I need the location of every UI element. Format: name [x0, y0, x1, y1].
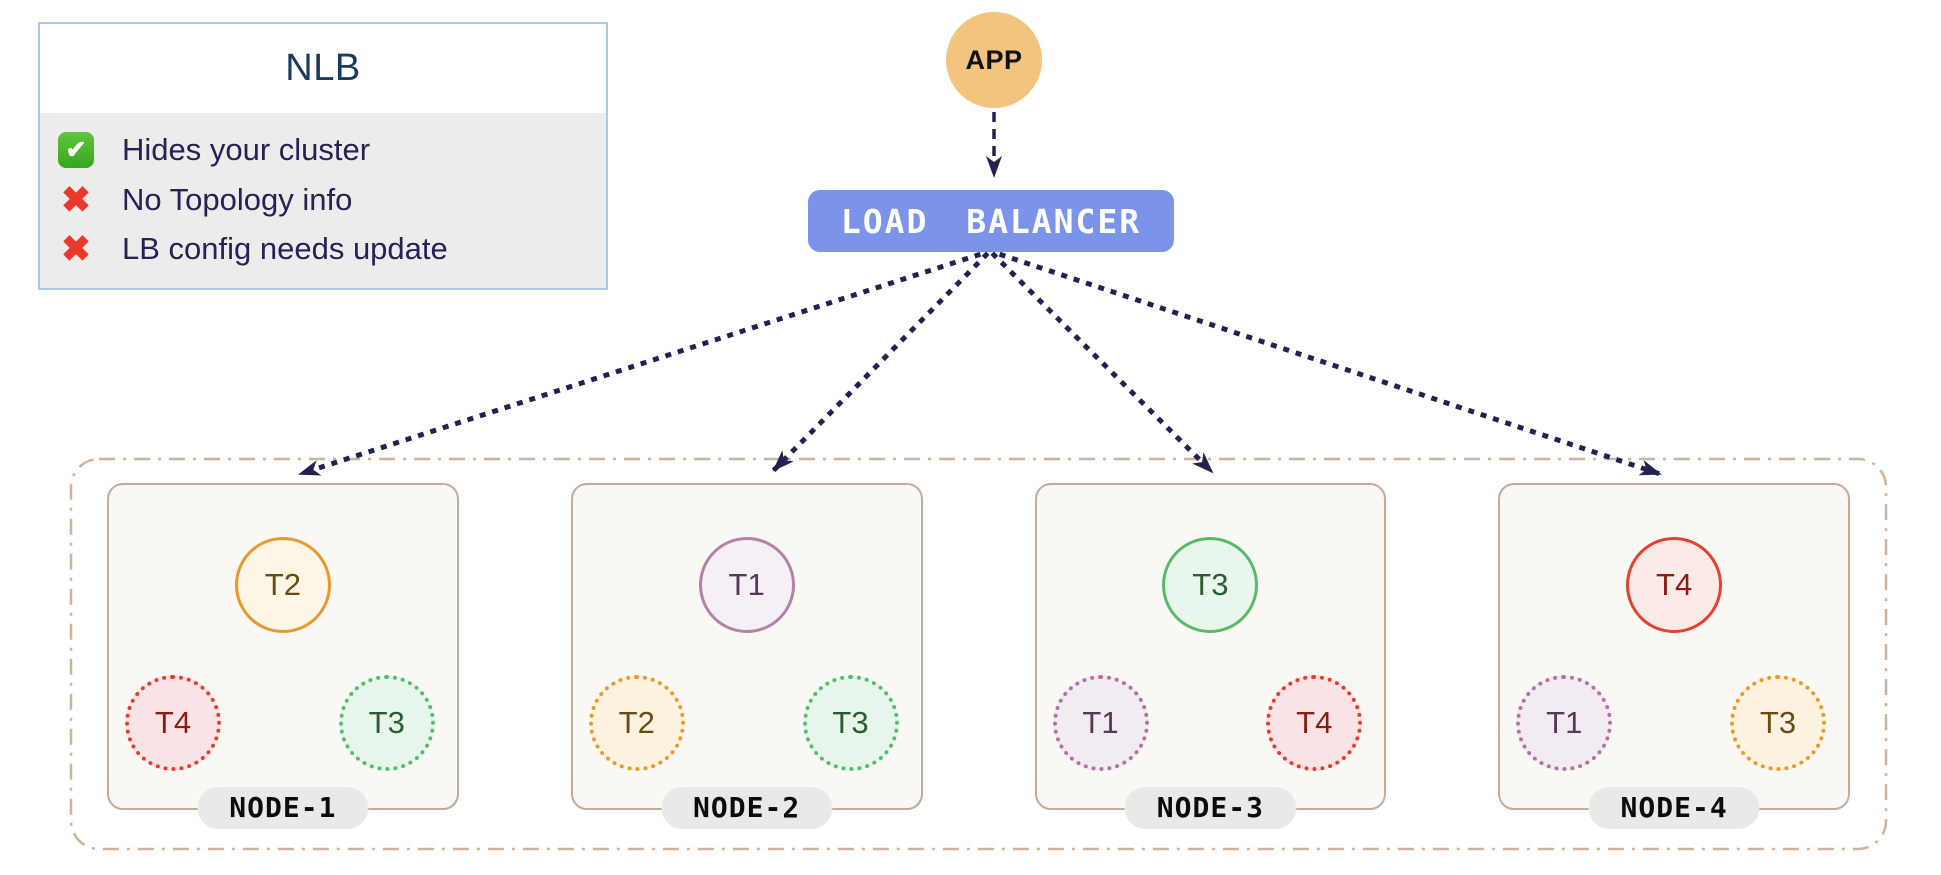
pod-circle-ghost: T2: [588, 675, 685, 771]
pod-circle-ghost: T3: [338, 675, 435, 771]
pod-circle-ghost: T3: [802, 675, 899, 771]
arrow-lb-to-node4: [998, 251, 1664, 478]
app-node: APP: [946, 12, 1042, 108]
cross-icon: [58, 231, 94, 267]
pod-circle-ghost: T3: [1730, 675, 1826, 771]
node-box-1: T2 T4 T3 NODE-1: [107, 483, 459, 829]
node-box-3: T3 T1 T4 NODE-3: [1034, 483, 1387, 829]
legend-item-text: Hides your cluster: [122, 132, 371, 168]
pod-circle-active: T1: [698, 537, 795, 633]
legend-item: No Topology info: [58, 182, 606, 218]
pod-circle-ghost: T4: [125, 675, 221, 771]
load-balancer-label: LOAD BALANCER: [840, 201, 1142, 241]
legend-title: NLB: [285, 47, 361, 89]
pod-circle-active: T2: [234, 537, 331, 633]
legend-card: NLB Hides your cluster No Topology info …: [38, 22, 608, 290]
legend-header: NLB: [40, 24, 606, 113]
pod-circle-active: T3: [1162, 537, 1259, 633]
node-box-4: T4 T1 T3 NODE-4: [1498, 483, 1850, 829]
legend-item-text: No Topology info: [122, 181, 353, 217]
load-balancer-box: LOAD BALANCER: [808, 190, 1174, 252]
pod-circle-ghost: T1: [1052, 675, 1149, 771]
node-box-2: T1 T2 T3 NODE-2: [570, 483, 923, 829]
node-name-badge: NODE-4: [1588, 787, 1760, 829]
legend-item-text: LB config needs update: [122, 230, 448, 266]
node-name-badge: NODE-3: [1124, 787, 1296, 829]
legend-item: Hides your cluster: [58, 132, 606, 169]
pod-circle-active: T4: [1626, 537, 1723, 633]
check-icon: [58, 132, 94, 169]
arrow-lb-to-node3: [990, 251, 1216, 476]
node-name-badge: NODE-1: [197, 787, 369, 829]
cluster-container: T2 T4 T3 NODE-1 T1 T2 T3 NODE-2 T3 T1 T4…: [70, 458, 1887, 850]
legend-item: LB config needs update: [58, 231, 606, 267]
pod-circle-ghost: T4: [1266, 675, 1363, 771]
node-name-badge: NODE-2: [661, 787, 833, 829]
app-label: APP: [965, 44, 1023, 75]
cross-icon: [58, 182, 94, 218]
legend-body: Hides your cluster No Topology info LB c…: [40, 113, 606, 288]
pod-circle-ghost: T1: [1516, 675, 1613, 771]
arrow-lb-to-node2: [770, 251, 990, 474]
